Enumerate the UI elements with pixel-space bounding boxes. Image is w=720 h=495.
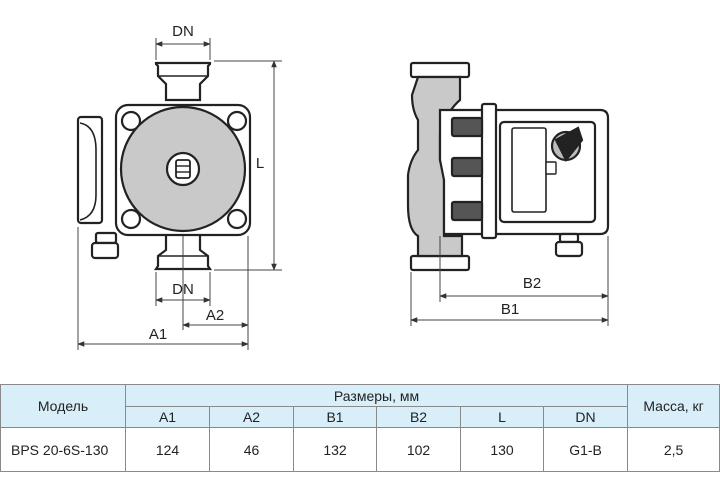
dn-bottom-label: DN	[172, 281, 194, 298]
table-row: BPS 20-6S-130 124 46 132 102 130 G1-B 2,…	[0, 427, 720, 472]
value-cell-b2: 102	[376, 427, 461, 472]
front-dimensions	[77, 38, 282, 350]
mass-header: Масса, кг	[627, 384, 720, 428]
col-header-a1: A1	[125, 406, 210, 428]
value-cell-a1: 124	[125, 427, 210, 472]
model-header: Модель	[0, 384, 126, 428]
value-cell-a2: 46	[209, 427, 294, 472]
col-header-l: L	[460, 406, 544, 428]
dn-top-label: DN	[172, 23, 194, 40]
b2-label: B2	[523, 275, 541, 292]
mass-cell: 2,5	[627, 427, 720, 472]
side-dimensions	[410, 236, 609, 326]
col-header-b2: B2	[376, 406, 461, 428]
front-view	[76, 61, 252, 271]
col-header-a2: A2	[209, 406, 294, 428]
spec-table: Модель Размеры, мм Масса, кг A1 A2 B1 B2…	[0, 384, 720, 472]
a2-label: A2	[206, 307, 224, 324]
l-label: L	[256, 155, 264, 172]
model-cell: BPS 20-6S-130	[0, 427, 126, 472]
pump-dimension-drawing: DN DN L A2 A1 B2 B1	[76, 23, 610, 350]
a1-label: A1	[149, 326, 167, 343]
dimensions-header: Размеры, мм	[124, 384, 629, 407]
b1-label: B1	[501, 301, 519, 318]
col-header-b1: B1	[293, 406, 377, 428]
value-cell-l: 130	[460, 427, 544, 472]
col-header-dn: DN	[542, 406, 629, 428]
side-view	[406, 61, 610, 272]
value-cell-b1: 132	[293, 427, 377, 472]
value-cell-dn: G1-B	[542, 427, 629, 472]
